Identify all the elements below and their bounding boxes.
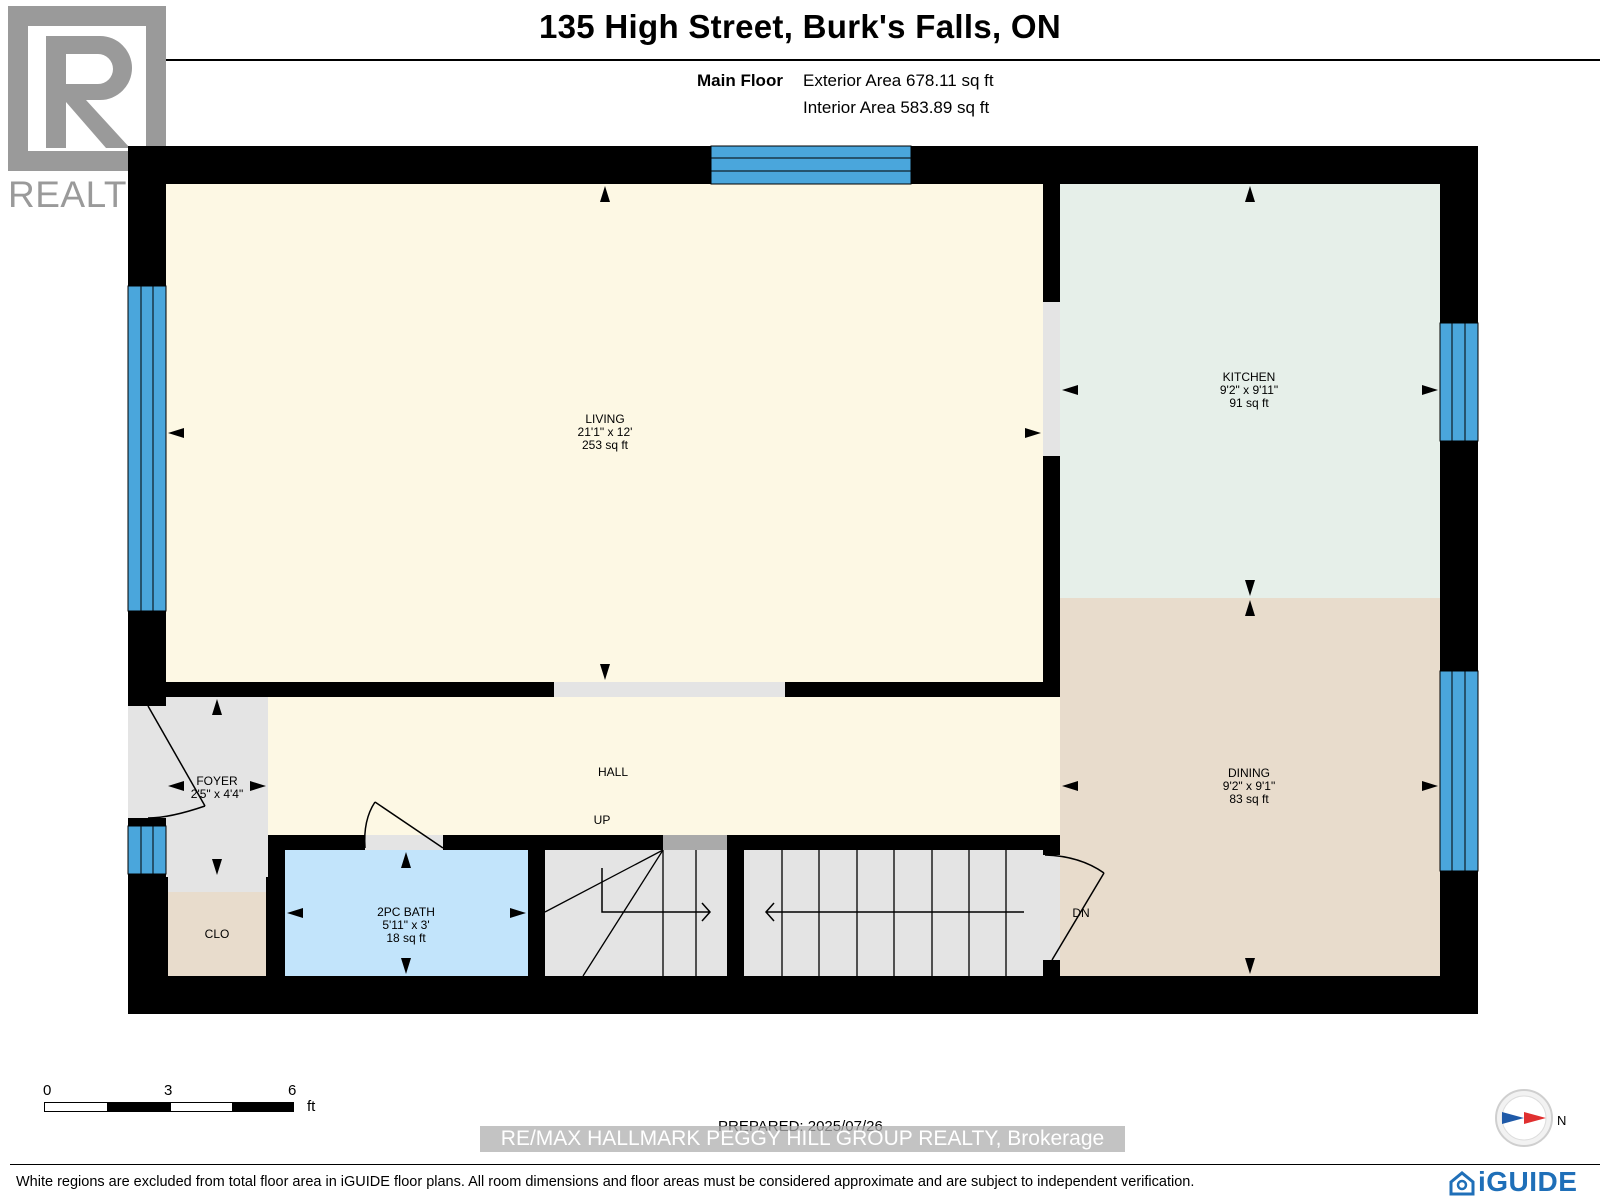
scale-tick-6: 6 [288, 1082, 297, 1099]
window-top [710, 145, 912, 185]
stair-direction-arrows [601, 868, 1024, 922]
window-right-dining [1439, 670, 1479, 872]
foyer-door-area [128, 706, 166, 818]
floor-name: Main Floor [697, 71, 783, 90]
closet-room [168, 892, 266, 976]
scale-tick-3: 3 [164, 1082, 173, 1099]
compass-north-label: N [1557, 1113, 1567, 1128]
stair-up [545, 850, 727, 976]
window-left-lower [127, 825, 167, 875]
kitchen-room [1060, 184, 1440, 598]
realtor-logo [8, 6, 166, 171]
living-kitchen-opening [1043, 302, 1060, 456]
closet-opening [168, 877, 266, 892]
door-swings [147, 705, 1105, 961]
dining-room [1060, 598, 1440, 976]
stair-up-label: UP [593, 813, 611, 827]
closet-label: CLO [204, 927, 230, 941]
stair-treads-up [544, 849, 697, 977]
plan-title: 135 High Street, Burk's Falls, ON [538, 8, 1062, 45]
window-right-kitchen [1439, 322, 1479, 442]
bath-room [285, 850, 528, 976]
hall-area [268, 697, 1060, 835]
iguide-house-icon [1449, 1171, 1475, 1196]
interior-area: Interior Area 583.89 sq ft [803, 98, 990, 117]
bath-door-opening [365, 835, 443, 850]
stair-top-opening [663, 835, 727, 850]
living-hall-opening [554, 682, 785, 697]
scale-unit: ft [307, 1098, 316, 1115]
window-left-upper [127, 285, 167, 612]
north-compass-icon [1495, 1089, 1553, 1147]
dimension-arrows [168, 186, 1438, 974]
iguide-logo: iGUIDE [1448, 1166, 1596, 1198]
footer-divider [10, 1164, 1600, 1165]
title-divider [10, 59, 1600, 61]
brokerage-watermark: RE/MAX HALLMARK PEGGY HILL GROUP REALTY,… [480, 1126, 1125, 1152]
disclaimer-text: White regions are excluded from total fl… [16, 1174, 1195, 1190]
stair-treads-down [781, 850, 1007, 976]
living-room [166, 184, 1043, 682]
scale-bar: 0 3 6 ft [40, 1082, 340, 1132]
iguide-wordmark: iGUIDE [1478, 1166, 1578, 1197]
hall-label: HALL [597, 765, 629, 779]
exterior-area: Exterior Area 678.11 sq ft [803, 71, 994, 90]
scale-tick-0: 0 [43, 1082, 52, 1099]
stair-down-label: DN [1072, 906, 1090, 920]
floor-plan [127, 145, 1479, 1014]
stair-dining-opening [1043, 855, 1060, 960]
